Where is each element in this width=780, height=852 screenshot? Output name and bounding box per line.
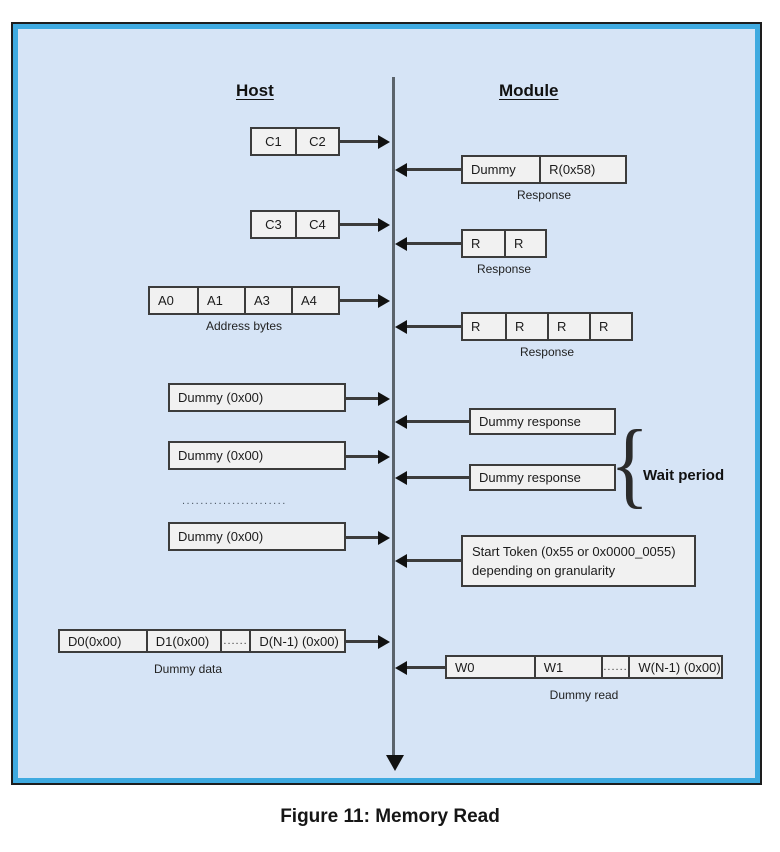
wait-period-label: Wait period xyxy=(643,467,725,484)
column-title-host: Host xyxy=(236,81,274,100)
arrow-to-host xyxy=(407,242,461,245)
arrow-to-host xyxy=(407,168,461,171)
arrow-to-host xyxy=(407,476,469,479)
arrow-head-left-icon xyxy=(395,162,407,177)
module-message-box: Dummy response xyxy=(469,408,616,435)
arrow-head-left-icon xyxy=(395,660,407,675)
msg-cell: Dummy xyxy=(471,162,516,177)
column-title-module: Module xyxy=(499,81,559,100)
msg-cell: R xyxy=(588,314,631,339)
arrow-to-module xyxy=(346,455,382,458)
figure-caption: Figure 11: Memory Read xyxy=(280,806,500,827)
arrow-head-right-icon xyxy=(378,293,390,308)
arrow-to-host xyxy=(407,325,461,328)
arrow-to-host xyxy=(407,559,461,562)
arrow-head-right-icon xyxy=(378,134,390,149)
msg-cell: R xyxy=(546,314,589,339)
arrow-head-left-icon xyxy=(395,414,407,429)
arrow-to-module xyxy=(346,640,382,643)
arrow-head-right-icon xyxy=(378,449,390,464)
arrow-head-left-icon xyxy=(395,470,407,485)
msg-cell: R xyxy=(503,231,545,256)
arrow-head-right-icon xyxy=(378,217,390,232)
wait-period-brace-icon: { xyxy=(610,410,650,517)
msg-cell: A4 xyxy=(291,288,338,313)
msg-cell: Dummy response xyxy=(479,470,581,485)
msg-cell: W0 xyxy=(455,659,475,675)
timeline-axis xyxy=(392,77,395,762)
box-caption: Response xyxy=(476,262,532,276)
msg-cell: Dummy response xyxy=(479,414,581,429)
msg-cell: R(0x58) xyxy=(539,157,625,182)
module-message-box: R R xyxy=(461,229,547,258)
diagram-canvas: Host Module C1 C2 Dummy R(0x58) Response xyxy=(18,29,755,778)
module-message-box: Dummy R(0x58) xyxy=(461,155,627,184)
timeline-arrowhead-icon xyxy=(386,755,404,771)
ellipsis-indicator: ....................... xyxy=(182,495,287,507)
msg-cell: W(N-1) (0x00) xyxy=(628,657,721,677)
arrow-to-module xyxy=(340,140,382,143)
msg-cell-ellipsis: ...... xyxy=(219,631,250,651)
start-token-box: Start Token (0x55 or 0x0000_0055) depend… xyxy=(461,535,696,587)
msg-cell: Dummy (0x00) xyxy=(178,529,264,544)
start-token-line-2: depending on granularity xyxy=(472,562,616,578)
arrow-head-left-icon xyxy=(395,236,407,251)
msg-cell: A3 xyxy=(243,288,291,313)
arrow-to-module xyxy=(346,536,382,539)
host-message-box: Dummy (0x00) xyxy=(168,522,346,551)
host-message-box: D0(0x00) D1(0x00) ...... D(N-1) (0x00) xyxy=(58,629,346,653)
arrow-head-left-icon xyxy=(395,553,407,568)
module-message-box: W0 W1 ...... W(N-1) (0x00) xyxy=(445,655,723,679)
msg-cell: R xyxy=(471,319,481,334)
msg-cell: R xyxy=(504,314,547,339)
msg-cell: A1 xyxy=(196,288,244,313)
arrow-head-right-icon xyxy=(378,530,390,545)
msg-cell-ellipsis: ...... xyxy=(600,657,629,677)
msg-cell: D(N-1) (0x00) xyxy=(249,631,344,651)
msg-cell: C4 xyxy=(294,212,338,237)
module-message-box: Dummy response xyxy=(469,464,616,491)
module-message-box: R R R R xyxy=(461,312,633,341)
box-caption: Response xyxy=(519,345,575,359)
host-message-box: A0 A1 A3 A4 xyxy=(148,286,340,315)
box-caption: Address bytes xyxy=(205,319,283,333)
arrow-to-module xyxy=(340,299,382,302)
msg-cell: D1(0x00) xyxy=(145,631,220,651)
arrow-to-host xyxy=(407,666,445,669)
msg-cell: D0(0x00) xyxy=(68,633,122,649)
arrow-to-module xyxy=(346,397,382,400)
msg-cell: C1 xyxy=(265,134,282,149)
box-caption: Dummy data xyxy=(153,662,223,676)
arrow-to-module xyxy=(340,223,382,226)
msg-cell: Dummy (0x00) xyxy=(178,390,264,405)
msg-cell: R xyxy=(471,236,481,251)
diagram-panel: Host Module C1 C2 Dummy R(0x58) Response xyxy=(11,22,762,785)
host-message-box: Dummy (0x00) xyxy=(168,441,346,470)
arrow-head-right-icon xyxy=(378,391,390,406)
host-message-box: C1 C2 xyxy=(250,127,340,156)
msg-cell: Dummy (0x00) xyxy=(178,448,264,463)
msg-cell: W1 xyxy=(533,657,601,677)
box-caption: Response xyxy=(516,188,572,202)
arrow-to-host xyxy=(407,420,469,423)
box-caption: Dummy read xyxy=(549,688,619,702)
arrow-head-right-icon xyxy=(378,634,390,649)
start-token-line-1: Start Token (0x55 or 0x0000_0055) xyxy=(472,544,676,559)
msg-cell: A0 xyxy=(158,293,174,308)
host-message-box: Dummy (0x00) xyxy=(168,383,346,412)
arrow-head-left-icon xyxy=(395,319,407,334)
msg-cell: C2 xyxy=(294,129,338,154)
msg-cell: C3 xyxy=(265,217,282,232)
host-message-box: C3 C4 xyxy=(250,210,340,239)
